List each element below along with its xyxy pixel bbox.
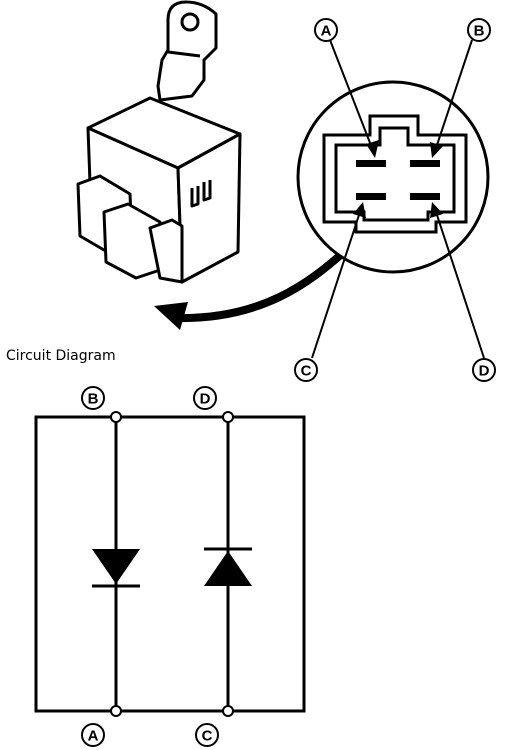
terminal-slot-a [356, 160, 386, 167]
diode-symbol-icon [204, 547, 252, 586]
terminal-slot-b [410, 160, 440, 167]
diode-symbol-icon [92, 549, 140, 588]
svg-text:B: B [88, 391, 99, 408]
connector-pin-label-d: D [472, 358, 496, 382]
connector-face-icon [296, 80, 490, 274]
svg-text:B: B [474, 23, 485, 40]
connector-pin-label-c: C [294, 358, 318, 382]
diode-unit-illustration-icon [76, 0, 242, 284]
svg-text:A: A [88, 728, 99, 745]
connector-pin-label-b: B [467, 18, 491, 42]
terminal-slot-c [356, 193, 386, 200]
circuit-terminal-label-a: A [81, 723, 105, 747]
circuit-diagram-caption: Circuit Diagram [6, 348, 116, 364]
svg-text:C: C [301, 363, 312, 380]
circuit-terminal-label-c: C [195, 723, 219, 747]
svg-text:C: C [202, 728, 213, 745]
circuit-terminal-label-b: B [81, 386, 105, 410]
curved-arrow-icon [154, 248, 348, 330]
terminal-slot-d [410, 193, 440, 200]
junction-nodes [110, 411, 234, 717]
pin-leader-lines [311, 39, 485, 359]
connector-pin-label-a: A [314, 18, 338, 42]
svg-text:D: D [479, 363, 490, 380]
circuit-terminal-label-d: D [193, 386, 217, 410]
circuit-frame [34, 415, 306, 713]
svg-text:D: D [200, 391, 211, 408]
svg-text:A: A [321, 23, 332, 40]
